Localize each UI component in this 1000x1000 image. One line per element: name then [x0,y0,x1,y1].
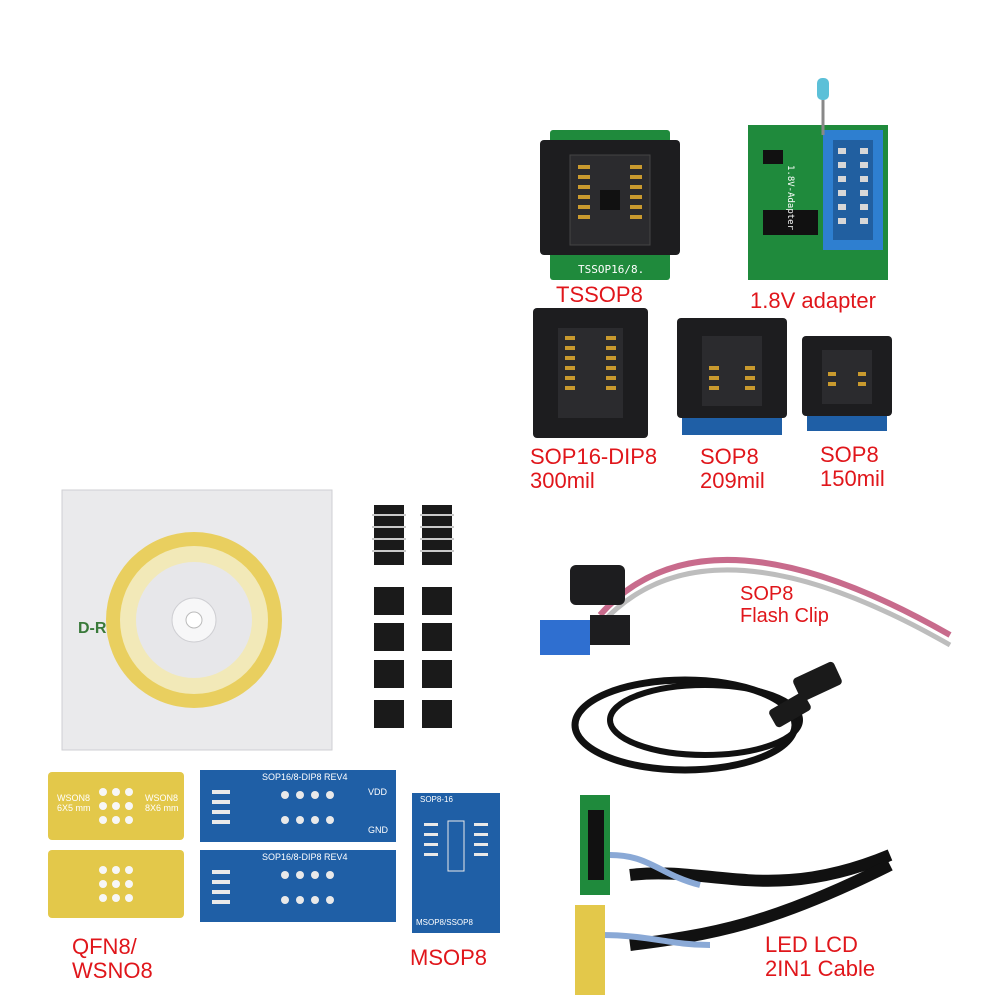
adapter-1v8-graphic [748,78,888,280]
flash-clip-graphic [540,556,952,655]
tssop8-label: TSSOP8 [556,282,643,307]
sop16-dip8-label: SOP16-DIP8 300mil [530,445,657,493]
sop8-209-label-line2: 209mil [700,468,765,493]
sop8-150-label-line1: SOP8 [820,442,879,467]
sop-dip-board-print-2: SOP16/8-DIP8 REV4 [262,852,348,862]
wson-b-print: WSON8 8X6 mm [145,793,179,813]
sop16-dip8-graphic [533,308,648,438]
msop8-bottom-print: MSOP8/SSOP8 [416,918,473,927]
wson-a-print: WSON8 6X5 mm [57,793,91,813]
wson-b-line1: WSON8 [145,793,179,803]
adapter-board-print: 1.8V-Adapter [785,165,795,231]
adapter-1v8-label: 1.8V adapter [750,288,876,313]
vdd-print: VDD [368,787,388,797]
wson-b-line2: 8X6 mm [145,803,179,813]
gnd-print: GND [368,825,388,835]
sop8-209-label: SOP8 209mil [700,445,765,493]
usb-cable-graphic [571,661,842,774]
tssop8-socket-graphic [540,130,680,280]
sop16-dip8-label-line1: SOP16-DIP8 [530,444,658,469]
sop8-150-label-line2: 150mil [820,466,885,491]
msop8-top-print: SOP8-16 [420,795,453,804]
sop8-209-graphic [677,318,787,435]
qfn8-label-line2: WSNO8 [72,958,153,983]
lcd-cable-label: LED LCD 2IN1 Cable [765,933,875,981]
sop8-209-label-line1: SOP8 [700,444,759,469]
sop-dip-boards-graphic [200,770,396,922]
lcd-cable-graphic [575,795,893,995]
pin-headers-graphic [372,505,454,728]
wson-a-line1: WSON8 [57,793,91,803]
qfn8-label-line1: QFN8/ [72,934,137,959]
sop8-150-label: SOP8 150mil [820,443,885,491]
sop16-dip8-label-line2: 300mil [530,468,595,493]
sop8-150-graphic [802,336,892,431]
msop8-graphic [412,793,500,933]
qfn8-boards-graphic [48,772,184,918]
qfn8-label: QFN8/ WSNO8 [72,935,153,983]
cd-label-print: D-R [78,620,107,637]
tssop8-board-print: TSSOP16/8. [578,263,645,276]
lcd-cable-label-line2: 2IN1 Cable [765,956,876,981]
sop-dip-board-print-1: SOP16/8-DIP8 REV4 [262,772,348,782]
lcd-cable-label-line1: LED LCD [765,932,858,957]
cd-graphic [61,489,333,751]
flash-clip-label: SOP8 Flash Clip [740,583,829,627]
wson-a-line2: 6X5 mm [57,803,91,813]
msop8-label: MSOP8 [410,945,488,970]
flash-clip-label-line1: SOP8 [740,583,794,605]
flash-clip-label-line2: Flash Clip [740,605,829,627]
